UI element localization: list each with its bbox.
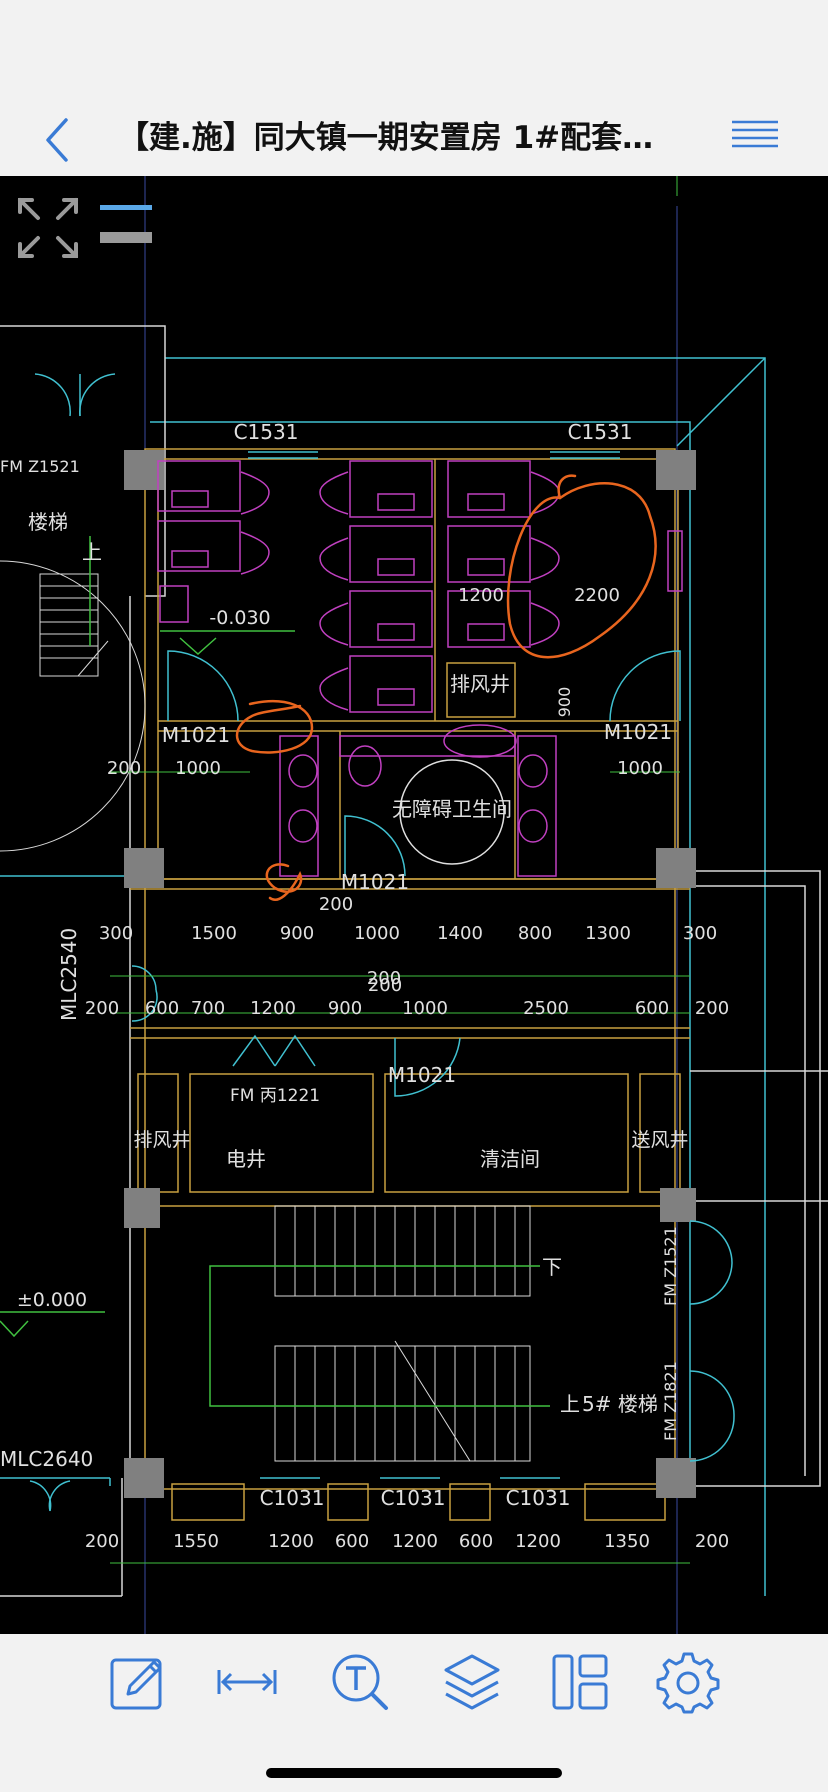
- edit-icon: [110, 1658, 162, 1710]
- home-indicator: [266, 1768, 562, 1778]
- text-search-icon: [332, 1654, 388, 1710]
- measure-icon: [217, 1670, 277, 1694]
- line-thin-icon: [100, 205, 152, 210]
- measure-button[interactable]: [215, 1650, 279, 1714]
- dimension-mark: 1200: [458, 585, 504, 606]
- settings-button[interactable]: [656, 1650, 720, 1714]
- room-label: 排风井: [450, 672, 510, 696]
- door-label: FM Z1521: [0, 457, 80, 476]
- door-label: MLC2540: [57, 928, 81, 1021]
- door-label: MLC2640: [0, 1447, 93, 1471]
- dimension-label: 200: [695, 998, 729, 1019]
- line-weight-thin-button[interactable]: [100, 202, 156, 214]
- door-label: M1021: [162, 723, 230, 747]
- dimension-mark: 1000: [617, 758, 663, 779]
- stair-label: 上: [82, 540, 102, 564]
- door-label: FM 丙1221: [230, 1086, 320, 1106]
- window-label: C1531: [234, 420, 299, 444]
- dimension-label: 1350: [604, 1531, 650, 1552]
- dimension-label: 200: [85, 998, 119, 1019]
- door-label: FM Z1521: [661, 1226, 680, 1306]
- dimension-label: 1000: [402, 998, 448, 1019]
- layout-button[interactable]: [548, 1650, 612, 1714]
- dimension-label: 1000: [354, 923, 400, 944]
- dimension-label: 2500: [523, 998, 569, 1019]
- room-label: 送风井: [631, 1129, 688, 1151]
- line-thick-icon: [100, 232, 152, 243]
- status-bar: [0, 0, 828, 100]
- dimension-label: 1500: [191, 923, 237, 944]
- stair-label: 上: [560, 1392, 580, 1416]
- room-label: 电井: [226, 1147, 266, 1171]
- dimension-label: 1300: [585, 923, 631, 944]
- room-label: 5# 楼梯: [582, 1392, 658, 1416]
- dimension-label: 1200: [392, 1531, 438, 1552]
- stair-label: 下: [542, 1255, 562, 1279]
- dimension-label: 600: [335, 1531, 369, 1552]
- expand-arrows-icon: [18, 198, 78, 258]
- door-label: FM Z1821: [661, 1361, 680, 1441]
- back-button[interactable]: [38, 110, 78, 166]
- dimension-label: 700: [191, 998, 225, 1019]
- menu-button[interactable]: [728, 114, 782, 162]
- chevron-left-icon: [46, 118, 68, 162]
- dimension-label: 900: [328, 998, 362, 1019]
- settings-icon: [656, 1652, 720, 1714]
- dimension-label: 900: [280, 923, 314, 944]
- door-label: M1021: [388, 1063, 456, 1087]
- dimension-label: 600: [145, 998, 179, 1019]
- dimension-label: 600: [459, 1531, 493, 1552]
- dimension-label: 300: [683, 923, 717, 944]
- window-label: C1031: [506, 1486, 571, 1510]
- dimension-label: 1550: [173, 1531, 219, 1552]
- dimension-mark: 200: [368, 975, 402, 996]
- dimension-label: 1200: [250, 998, 296, 1019]
- dimension-mark: 1000: [175, 758, 221, 779]
- room-label: 排风井: [133, 1129, 190, 1151]
- dimension-label: 1200: [515, 1531, 561, 1552]
- line-weight-thick-button[interactable]: [100, 230, 156, 246]
- dimension-label: 300: [99, 923, 133, 944]
- layers-icon: [444, 1654, 500, 1710]
- window-label: C1031: [381, 1486, 446, 1510]
- dimension-label: 200: [695, 1531, 729, 1552]
- floor-plan: C1531 C1531 C1031 C1031 C1031 M1021 M102…: [0, 176, 828, 1634]
- hamburger-menu-icon: [732, 120, 778, 148]
- door-label: M1021: [341, 870, 409, 894]
- dimension-label: 800: [518, 923, 552, 944]
- dimension-mark: 200: [319, 894, 353, 915]
- navigation-bar: 【建.施】同大镇一期安置房 1#配套…: [0, 100, 828, 176]
- dimension-mark: 900: [555, 687, 574, 718]
- layers-button[interactable]: [440, 1650, 504, 1714]
- bottom-toolbar: [0, 1634, 828, 1792]
- dimension-label: 600: [635, 998, 669, 1019]
- door-label: M1021: [604, 720, 672, 744]
- room-label: 无障碍卫生间: [392, 797, 512, 821]
- layout-icon: [552, 1654, 608, 1710]
- dimension-label: 200: [367, 968, 401, 989]
- dimension-label: 1400: [437, 923, 483, 944]
- room-label: 楼梯: [28, 510, 68, 534]
- level-label: ±0.000: [17, 1289, 87, 1311]
- annotate-button[interactable]: [106, 1650, 170, 1714]
- window-label: C1531: [568, 420, 633, 444]
- level-label: -0.030: [209, 607, 270, 629]
- cad-drawing-canvas[interactable]: C1531 C1531 C1031 C1031 C1031 M1021 M102…: [0, 176, 828, 1634]
- window-label: C1031: [260, 1486, 325, 1510]
- room-label: 清洁间: [480, 1147, 540, 1171]
- dimension-mark: 200: [107, 758, 141, 779]
- dimension-label: 1200: [268, 1531, 314, 1552]
- fullscreen-toggle-button[interactable]: [16, 196, 80, 260]
- dimension-mark: 2200: [574, 585, 620, 606]
- document-title: 【建.施】同大镇一期安置房 1#配套…: [118, 120, 654, 156]
- text-search-button[interactable]: [328, 1650, 392, 1714]
- dimension-label: 200: [85, 1531, 119, 1552]
